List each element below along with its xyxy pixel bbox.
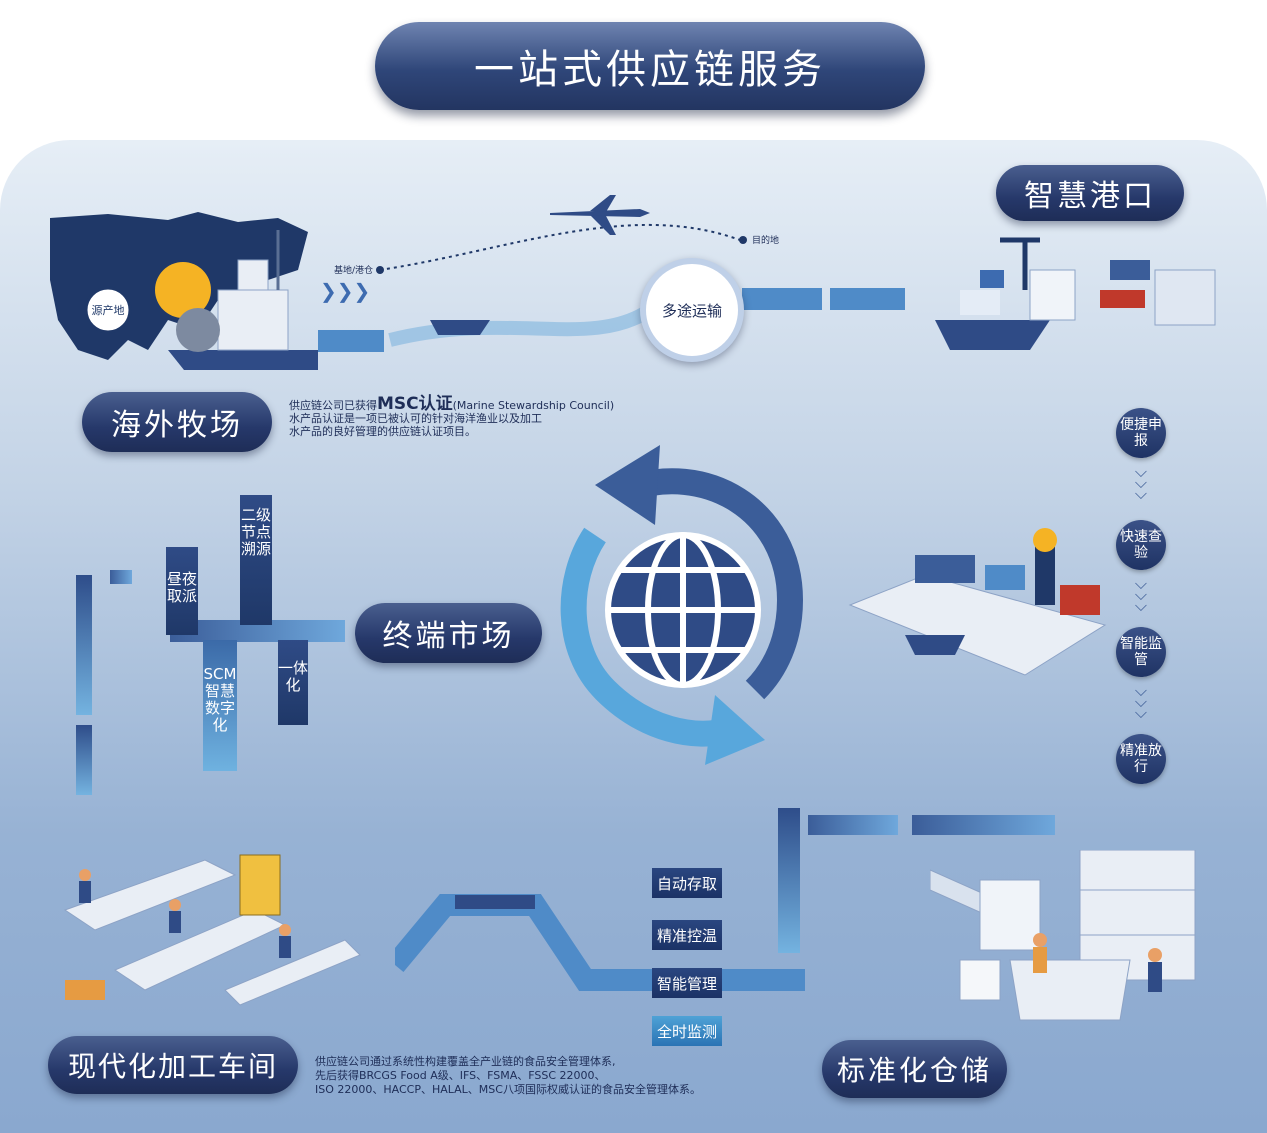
globe-icon bbox=[605, 532, 761, 688]
chevron-down-icon: ⌵⌵⌵ bbox=[1134, 574, 1148, 615]
cargo-ship-icon bbox=[430, 320, 490, 335]
smart-port-illustration bbox=[935, 237, 1216, 350]
structure-bar bbox=[76, 575, 92, 715]
structure-bar bbox=[170, 620, 345, 642]
airplane-icon bbox=[550, 195, 650, 235]
feature-integration: 一体化 bbox=[278, 640, 308, 725]
feature-scm-digital: SCM智慧数字化 bbox=[203, 640, 237, 771]
feature-node-traceability: 二级节点溯源 bbox=[240, 495, 272, 625]
warehouse-illustration bbox=[930, 850, 1196, 1021]
forward-chevrons-icon: ❯❯❯ bbox=[320, 279, 370, 303]
conveyor-structure bbox=[395, 894, 805, 991]
processing-workshop-illustration bbox=[63, 854, 361, 1006]
feature-label: SCM智慧数字化 bbox=[203, 665, 237, 734]
chevron-down-icon: ⌵⌵⌵ bbox=[1134, 681, 1148, 722]
structure-bar bbox=[912, 815, 1055, 835]
cycle-globe bbox=[560, 445, 804, 765]
world-map-illustration: 源产地 bbox=[50, 212, 318, 370]
structure-bar bbox=[110, 570, 132, 584]
msc-description: 供应链公司已获得MSC认证(Marine Stewardship Council… bbox=[289, 396, 649, 439]
overseas-ranch-label: 海外牧场 bbox=[82, 392, 272, 452]
cycle-arrow-bottom-icon bbox=[705, 695, 765, 765]
structure-bar bbox=[778, 808, 800, 953]
food-safety-description: 供应链公司通过系统性构建覆盖全产业链的食品安全管理体系, 先后获得BRCGS F… bbox=[315, 1055, 835, 1097]
base-label: 基地/港仓 bbox=[334, 266, 374, 276]
terminal-market-label: 终端市场 bbox=[355, 603, 542, 663]
feature-smart-management: 智能管理 bbox=[652, 968, 722, 998]
transport-route: ❯❯❯ bbox=[318, 195, 905, 352]
msc-prefix: 供应链公司已获得 bbox=[289, 399, 377, 412]
feature-day-night-pickup: 昼夜取派 bbox=[166, 547, 198, 635]
cycle-arrow-top-icon bbox=[595, 445, 660, 525]
multimodal-transport-badge: 多途运输 bbox=[640, 258, 744, 362]
smart-port-label: 智慧港口 bbox=[996, 165, 1184, 221]
msc-suffix: (Marine Stewardship Council) bbox=[452, 399, 615, 412]
step-smart-supervision: 智能监管 bbox=[1116, 627, 1166, 677]
structure-bar bbox=[808, 815, 898, 835]
food-safety-line-2: 先后获得BRCGS Food A级、IFS、FSMA、FSSC 22000、 bbox=[315, 1069, 606, 1082]
step-easy-declaration: 便捷申报 bbox=[1116, 408, 1166, 458]
msc-line-2: 水产品认证是一项已被认可的针对海洋渔业以及加工 bbox=[289, 412, 542, 425]
structure-bar bbox=[76, 725, 92, 795]
chevron-down-icon: ⌵⌵⌵ bbox=[1134, 462, 1148, 503]
food-safety-line-1: 供应链公司通过系统性构建覆盖全产业链的食品安全管理体系, bbox=[315, 1055, 616, 1068]
feature-label: 二级节点溯源 bbox=[240, 506, 271, 558]
logistics-hub-illustration bbox=[848, 528, 1107, 676]
processing-workshop-label: 现代化加工车间 bbox=[48, 1036, 298, 1094]
feature-label: 昼夜取派 bbox=[166, 570, 197, 605]
feature-full-time-monitoring: 全时监测 bbox=[652, 1016, 722, 1046]
page-title: 一站式供应链服务 bbox=[375, 22, 925, 110]
origin-label: 源产地 bbox=[92, 303, 125, 317]
feature-auto-storage: 自动存取 bbox=[652, 868, 722, 898]
feature-temp-control: 精准控温 bbox=[652, 920, 722, 950]
feature-label: 一体化 bbox=[278, 659, 309, 694]
warehousing-label: 标准化仓储 bbox=[822, 1040, 1007, 1098]
step-quick-inspection: 快速查验 bbox=[1116, 520, 1166, 570]
food-safety-line-3: ISO 22000、HACCP、HALAL、MSC八项国际权威认证的食品安全管理… bbox=[315, 1083, 701, 1096]
msc-highlight: MSC认证 bbox=[377, 394, 453, 414]
destination-label: 目的地 bbox=[752, 236, 780, 246]
msc-line-3: 水产品的良好管理的供应链认证项目。 bbox=[289, 425, 476, 438]
step-precise-release: 精准放行 bbox=[1116, 734, 1166, 784]
